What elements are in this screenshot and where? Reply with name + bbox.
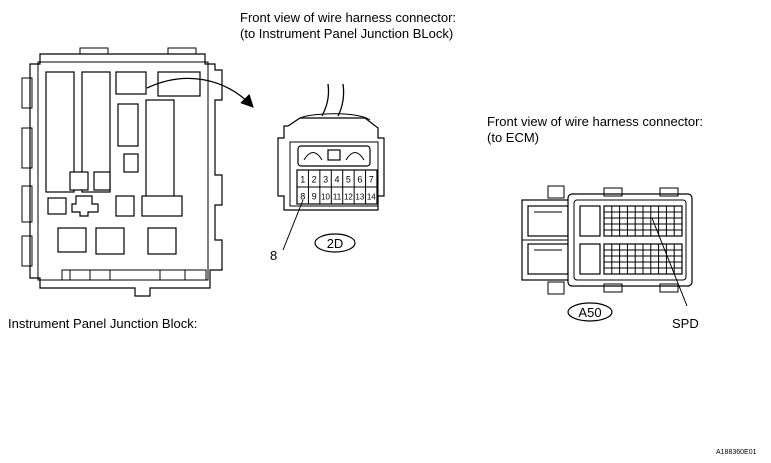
connector-2d-id: 2D <box>327 236 344 251</box>
pin-callout-8: 8 <box>270 248 277 263</box>
pin-8-leader-line <box>282 199 304 251</box>
connector-a50-badge <box>567 302 613 322</box>
pin-grid-a50 <box>603 205 683 275</box>
pin-4-label: 4 <box>334 175 339 185</box>
pin-5-label: 5 <box>346 175 351 185</box>
caption-jb-line1: Front view of wire harness connector: <box>240 10 456 25</box>
connector-2d-badge <box>314 233 356 253</box>
junction-block-label: Instrument Panel Junction Block: <box>8 316 197 331</box>
spd-callout: SPD <box>672 316 699 331</box>
pin-7-label: 7 <box>369 175 374 185</box>
pin-11-label: 11 <box>333 193 342 202</box>
pin-6-label: 6 <box>357 175 362 185</box>
pointer-arrow <box>146 77 254 108</box>
caption-ecm-line2: (to ECM) <box>487 130 539 145</box>
pin-14-label: 14 <box>367 193 376 202</box>
connector-a50-id: A50 <box>578 305 601 320</box>
spd-leader-line <box>651 217 688 307</box>
caption-jb-line2: (to Instrument Panel Junction BLock) <box>240 26 453 41</box>
pin-12-label: 12 <box>344 193 353 202</box>
pin-2-label: 2 <box>312 175 317 185</box>
pin-1-label: 1 <box>300 175 305 185</box>
connector-a50-drawing <box>521 185 693 307</box>
pin-13-label: 13 <box>355 193 364 202</box>
pin-3-label: 3 <box>323 175 328 185</box>
figure-code: A188360E01 <box>716 449 757 456</box>
pin-8-label: 8 <box>300 192 305 202</box>
caption-ecm-line1: Front view of wire harness connector: <box>487 114 703 129</box>
pin-9-label: 9 <box>312 192 317 202</box>
junction-block-drawing <box>21 47 223 297</box>
pin-10-label: 10 <box>321 193 330 202</box>
